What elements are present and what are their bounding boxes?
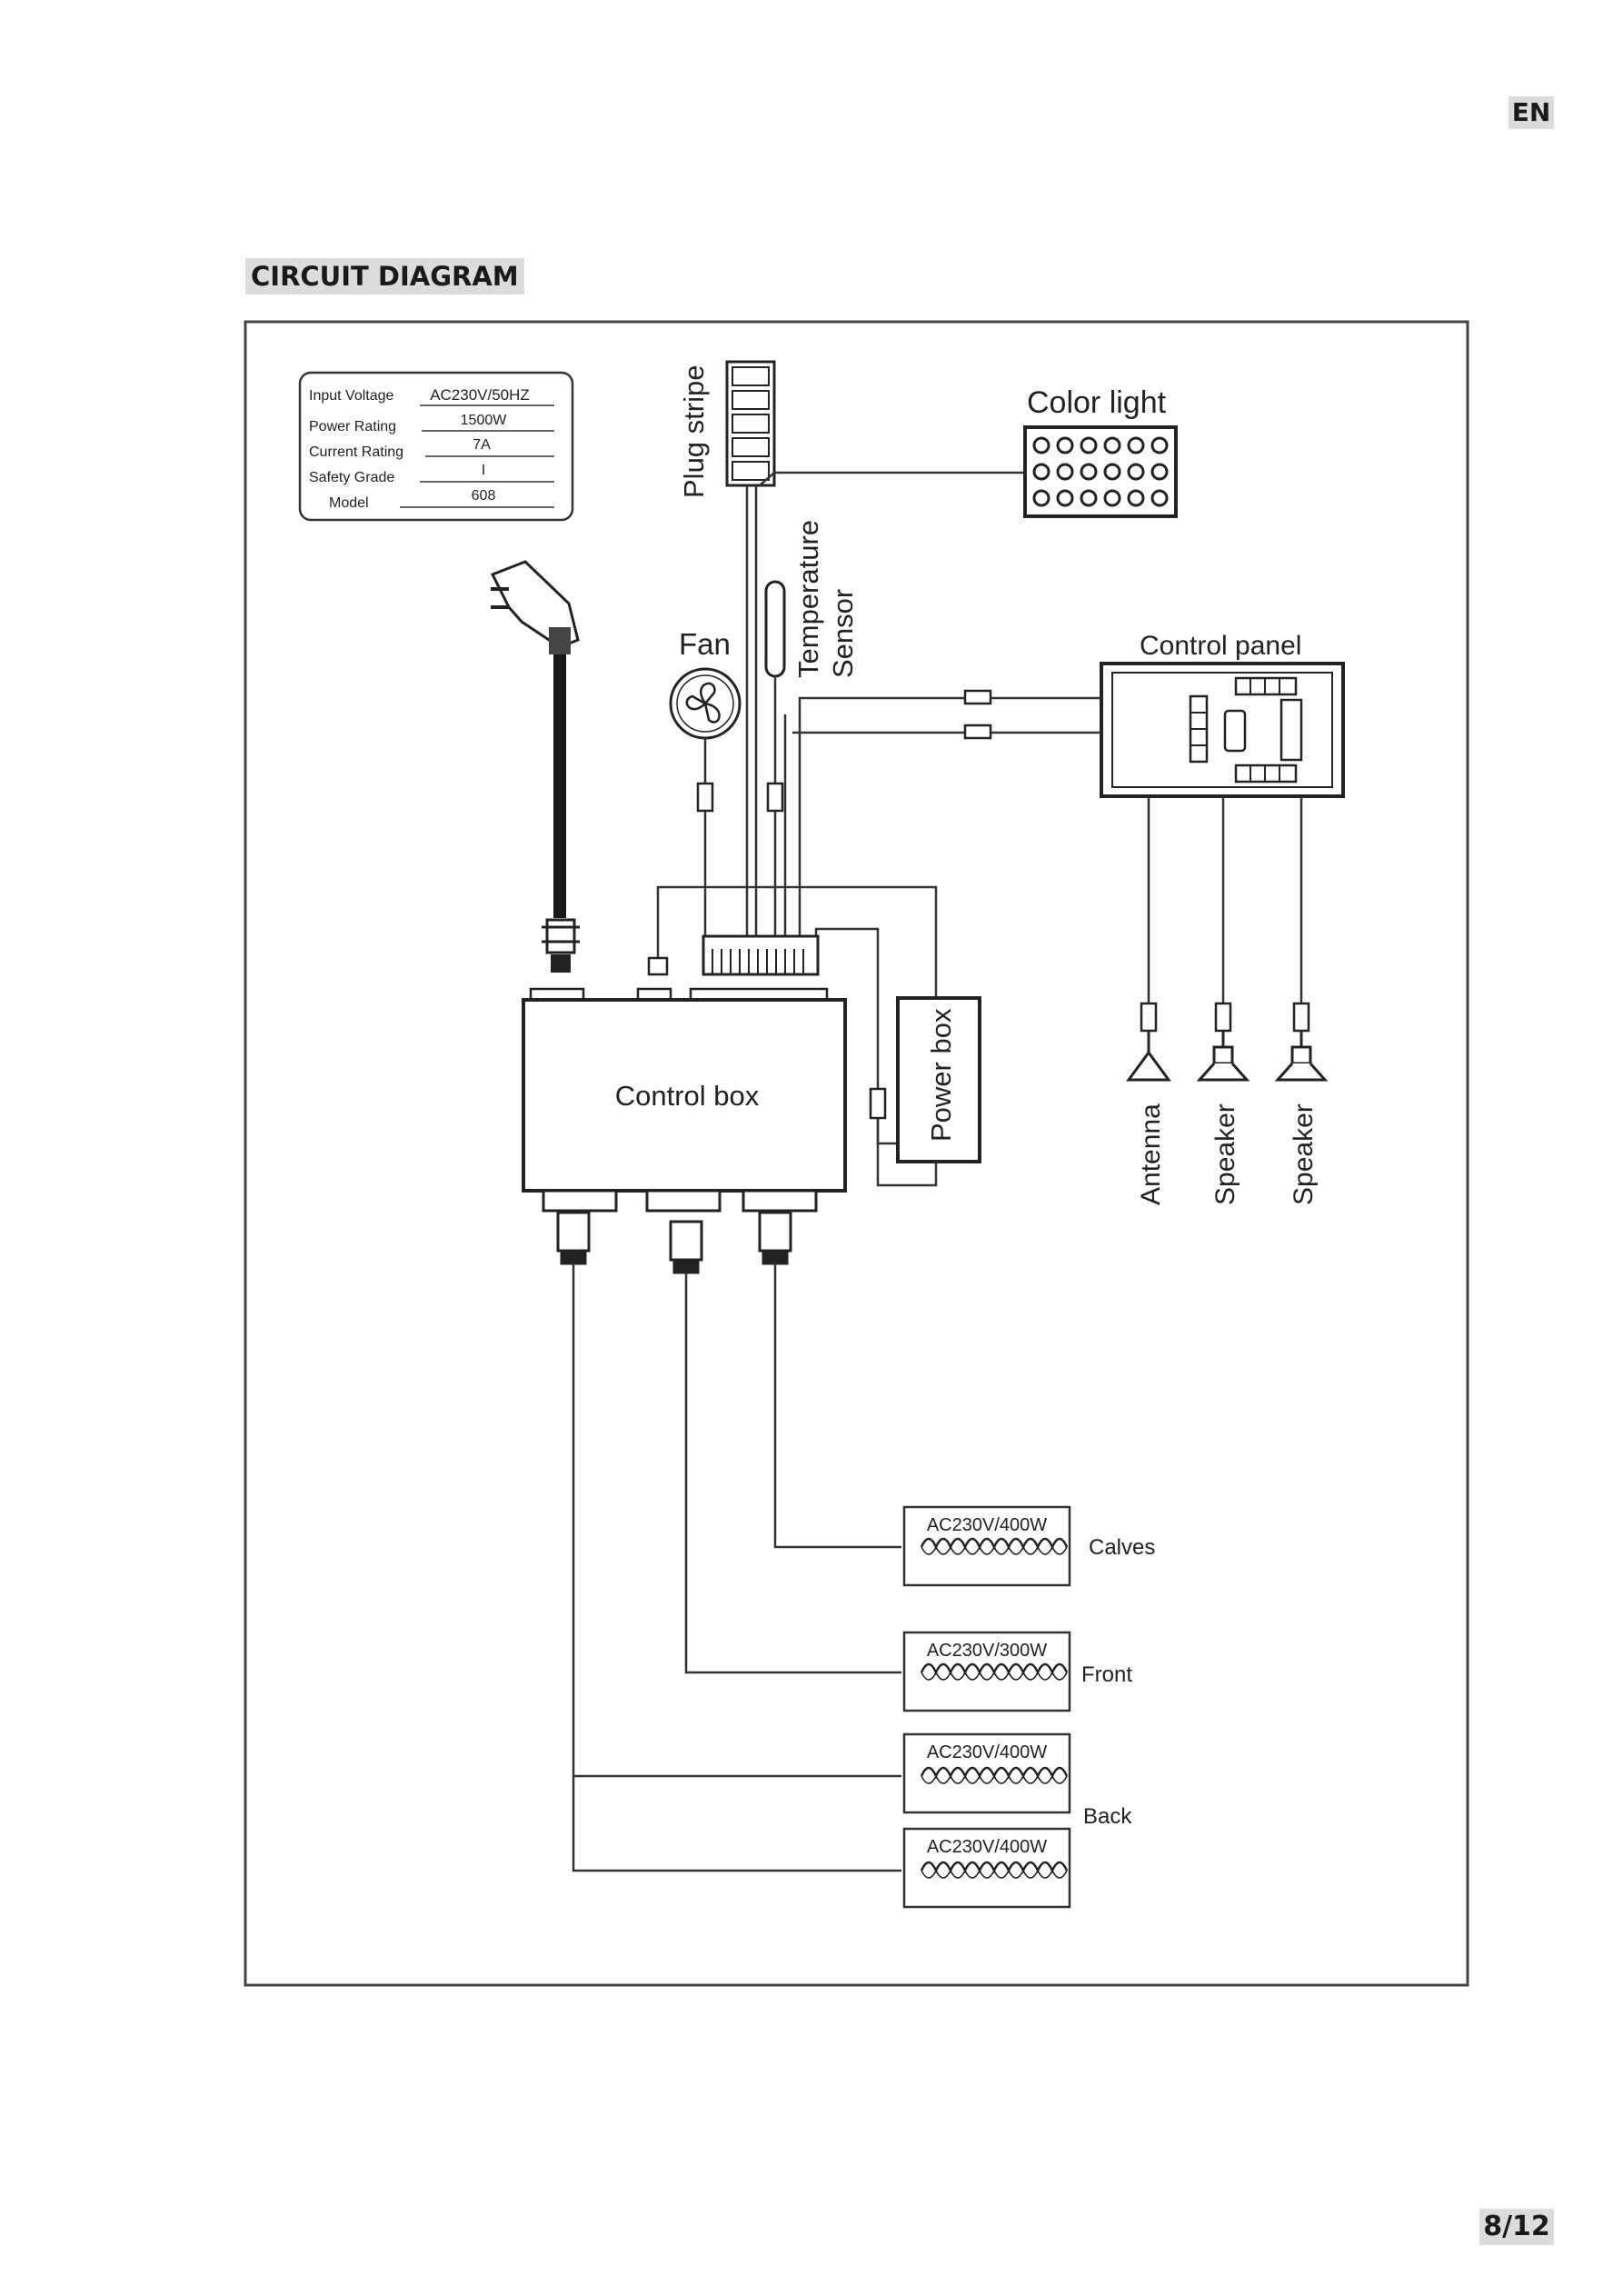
heater-name: Front (1081, 1662, 1132, 1687)
power-plug-icon (490, 560, 580, 654)
plug-stripe-label: Plug stripe (678, 365, 710, 498)
terminal-block (702, 934, 820, 976)
control-panel-wires (783, 696, 1101, 936)
speaker-label-1: Speaker (1210, 1103, 1240, 1205)
rating-value-power: 1500W (461, 413, 508, 428)
heater-calves: AC230V/400W Calves (902, 1505, 1155, 1587)
language-badge: EN (1508, 96, 1554, 129)
heater-rating: AC230V/400W (927, 1837, 1047, 1857)
panel-wire-connectors (963, 689, 992, 740)
speaker-icon-1 (1196, 1031, 1250, 1082)
heater-rating: AC230V/300W (927, 1641, 1047, 1661)
power-cable-connector (542, 918, 580, 973)
small-connector (647, 956, 669, 976)
speaker-label-2: Speaker (1289, 1103, 1319, 1205)
sensor-label: Sensor (827, 589, 859, 678)
antenna-icon (1126, 1031, 1171, 1082)
heater-back-2: AC230V/400W (902, 1827, 1071, 1909)
panel-output-wires (1147, 796, 1303, 1009)
fan-connector (696, 782, 714, 813)
rating-label-current: Current Rating (309, 444, 403, 460)
plug-stripe-connector (725, 360, 776, 487)
heater-front: AC230V/300W Front (902, 1631, 1132, 1712)
control-panel-label: Control panel (1140, 631, 1301, 661)
heater-rating: AC230V/400W (927, 1742, 1047, 1762)
heater-back-1: AC230V/400W (902, 1732, 1071, 1814)
power-box (896, 996, 981, 1163)
fan-icon (669, 667, 742, 740)
back-label: Back (1083, 1804, 1132, 1829)
sensor-connector (766, 782, 784, 813)
rating-plate: Input Voltage AC230V/50HZ Power Rating 1… (298, 371, 574, 522)
rating-label-safety: Safety Grade (309, 470, 394, 485)
rating-label-power: Power Rating (309, 419, 396, 434)
fan-label: Fan (679, 627, 731, 661)
control-panel-unit (1100, 662, 1345, 798)
antenna-label: Antenna (1136, 1103, 1166, 1205)
color-light-panel (1023, 425, 1178, 518)
temperature-label: Temperature (792, 520, 824, 678)
rating-label-input-voltage: Input Voltage (309, 388, 394, 404)
rating-value-safety: I (482, 463, 485, 478)
rating-label-model: Model (329, 495, 369, 511)
temperature-sensor-probe (764, 580, 786, 678)
color-light-wire (759, 471, 1025, 486)
page-number: 8/12 (1479, 2209, 1554, 2245)
rating-value-model: 608 (472, 488, 496, 504)
control-box (522, 987, 847, 1213)
output-plugs (1140, 1002, 1310, 1033)
heater-wires (572, 1263, 901, 1872)
heater-rating: AC230V/400W (927, 1515, 1047, 1535)
color-light-label: Color light (1027, 385, 1167, 420)
power-box-label: Power box (925, 1008, 957, 1142)
control-box-label: Control box (615, 1080, 760, 1112)
rating-value-current: 7A (473, 437, 491, 453)
section-title: CIRCUIT DIAGRAM (245, 258, 524, 294)
power-box-wire (876, 1103, 938, 1187)
speaker-icon-2 (1274, 1031, 1329, 1082)
output-connectors (556, 1211, 792, 1274)
rating-value-input-voltage: AC230V/50HZ (430, 386, 530, 404)
heater-name: Calves (1089, 1535, 1155, 1560)
diagram-frame (244, 320, 1469, 1987)
power-box-connector (869, 1087, 887, 1120)
